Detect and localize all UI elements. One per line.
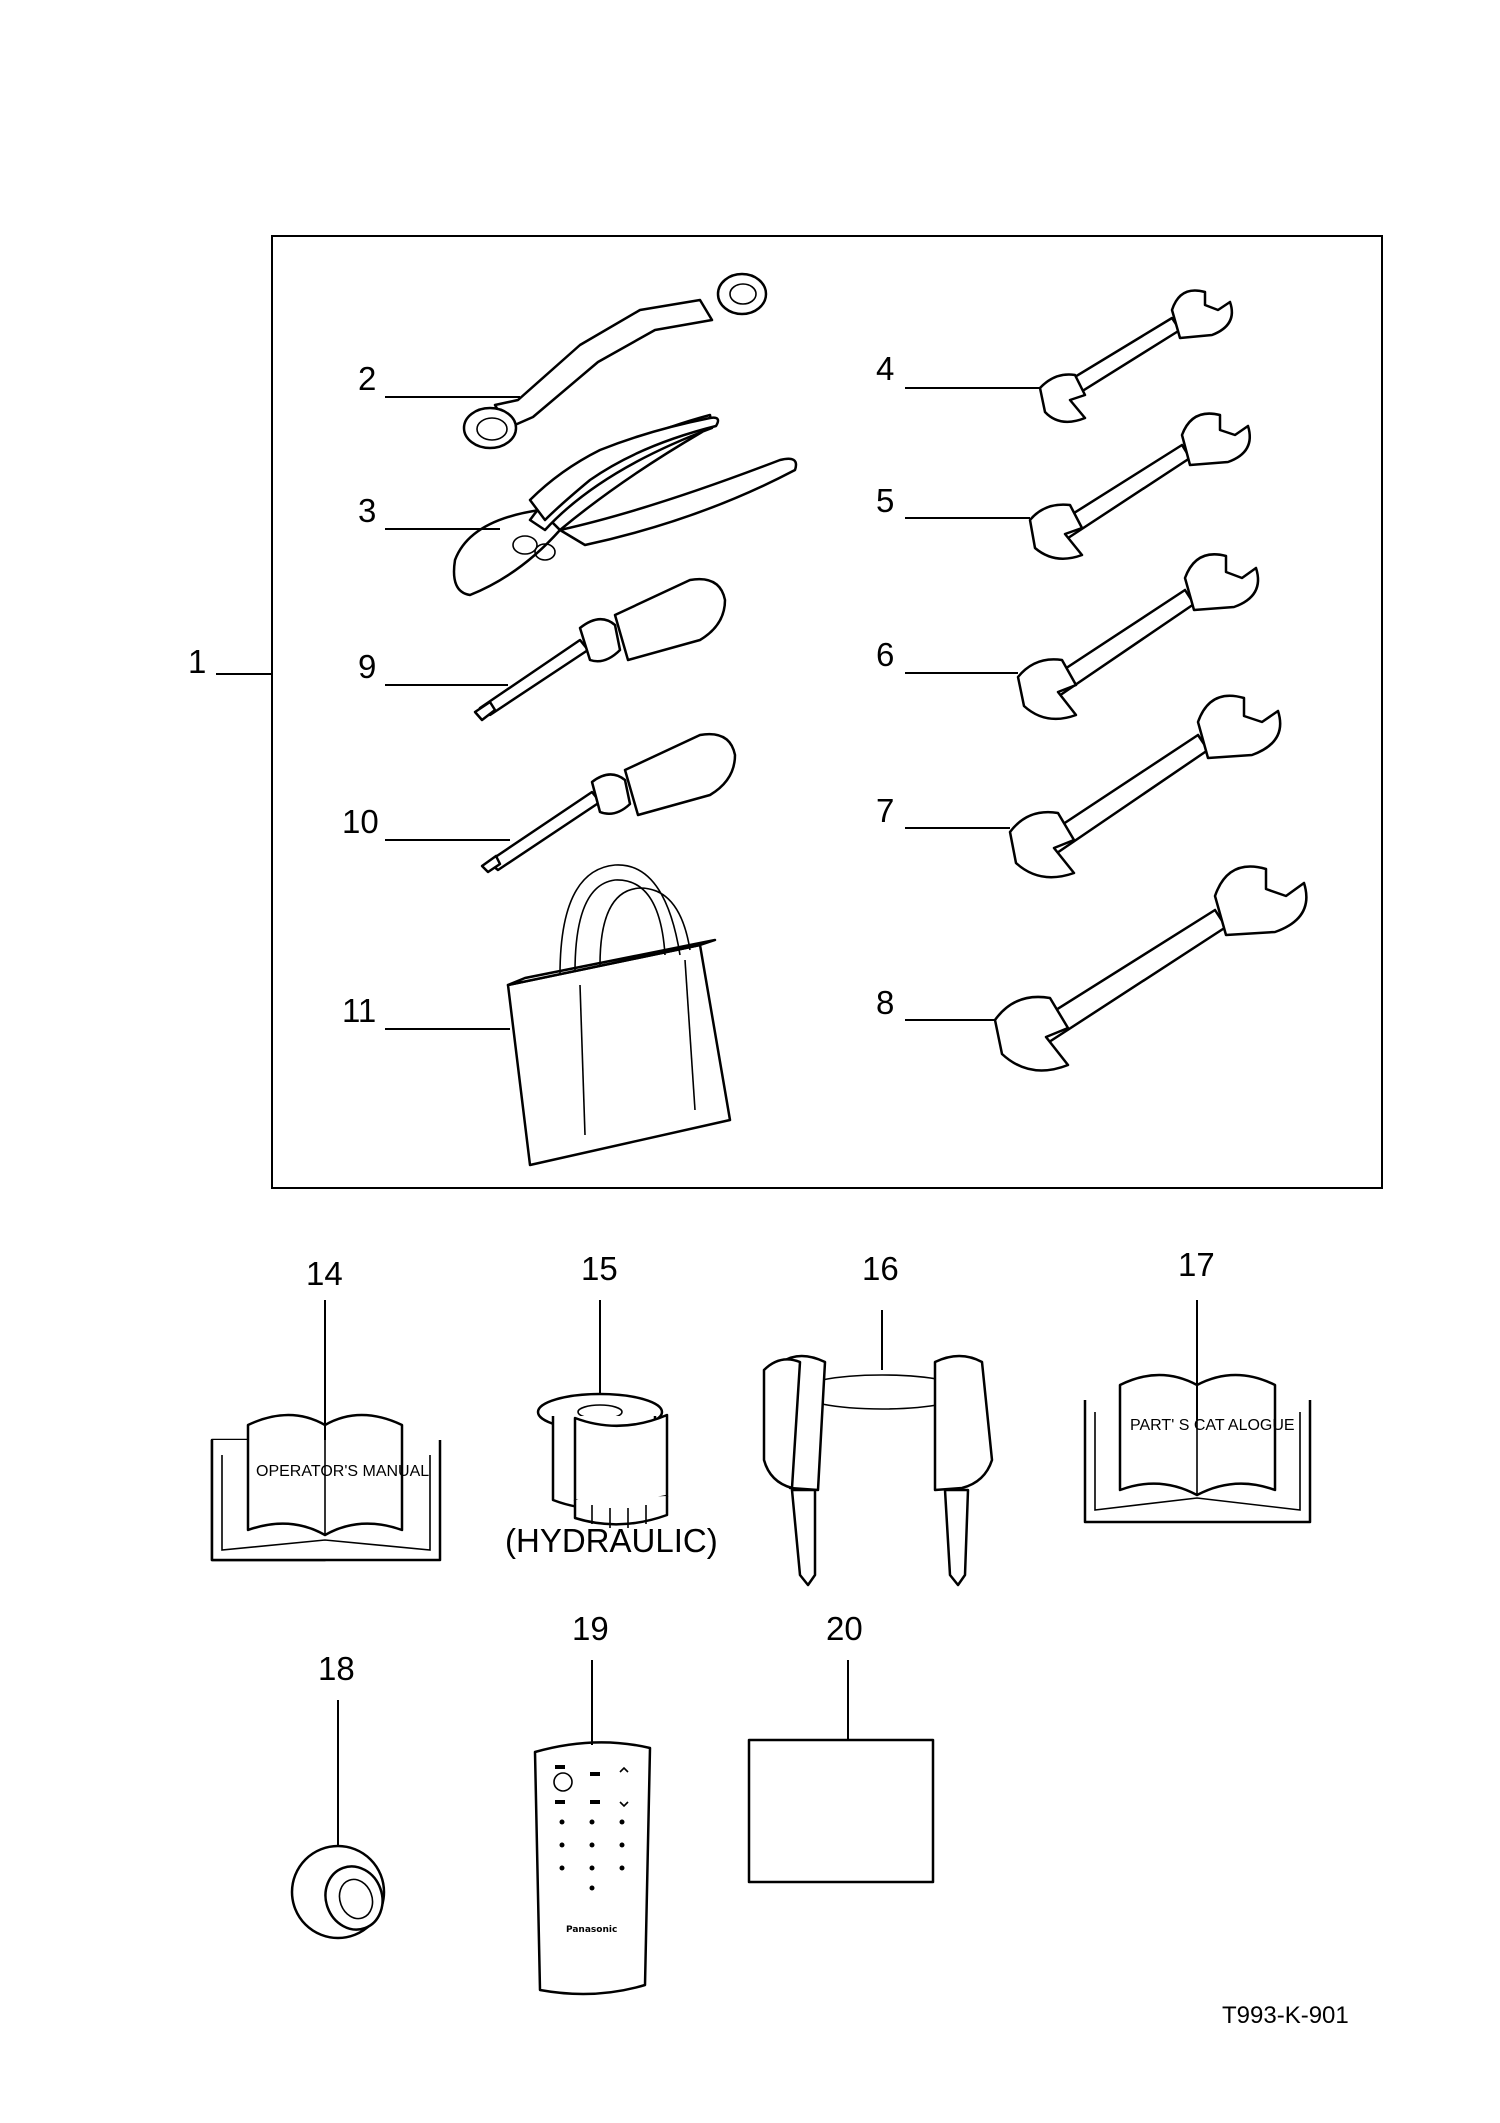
wrench-6-icon xyxy=(1016,553,1260,721)
callout-16: 16 xyxy=(862,1250,899,1287)
callout-6: 6 xyxy=(876,636,894,673)
blank-card-icon xyxy=(747,1738,935,1884)
keys-icon xyxy=(762,1354,994,1587)
pliers-icon xyxy=(452,413,798,597)
callout-20: 20 xyxy=(826,1610,863,1647)
callout-2: 2 xyxy=(358,360,376,397)
flat-screwdriver-icon xyxy=(480,732,737,874)
callout-14: 14 xyxy=(306,1255,343,1292)
phillips-screwdriver-icon xyxy=(473,577,727,722)
callout-17: 17 xyxy=(1178,1246,1215,1283)
figure-code: T993-K-901 xyxy=(1222,2002,1349,2029)
tool-kit-frame xyxy=(271,235,1383,1189)
remote-brand-label: Panasonic xyxy=(566,1925,617,1935)
callout-5: 5 xyxy=(876,482,894,519)
callout-10: 10 xyxy=(342,803,379,840)
callout-19: 19 xyxy=(572,1610,609,1647)
wrench-7-icon xyxy=(1008,694,1282,879)
hydraulic-filter-icon xyxy=(536,1392,669,1528)
callout-15: 15 xyxy=(581,1250,618,1287)
knob-ball-icon xyxy=(290,1844,386,1940)
callout-1: 1 xyxy=(188,643,206,680)
tool-bag-icon xyxy=(506,864,732,1167)
callout-7: 7 xyxy=(876,792,894,829)
wrench-8-icon xyxy=(993,865,1308,1072)
wrench-4-icon xyxy=(1038,289,1234,424)
callout-4: 4 xyxy=(876,350,894,387)
callout-9: 9 xyxy=(358,648,376,685)
hydraulic-label: (HYDRAULIC) xyxy=(505,1522,718,1559)
operators-manual-icon: OPERATOR'S MANUAL xyxy=(210,1413,442,1562)
parts-catalogue-title: PART' S CAT ALOGUE xyxy=(1130,1417,1295,1434)
callout-11: 11 xyxy=(342,992,376,1029)
remote-control-icon: Panasonic xyxy=(533,1741,652,1996)
callout-8: 8 xyxy=(876,984,894,1021)
callout-18: 18 xyxy=(318,1650,355,1687)
box-wrench-icon xyxy=(462,272,768,450)
wrench-5-icon xyxy=(1028,412,1251,560)
operators-manual-title: OPERATOR'S MANUAL xyxy=(256,1463,429,1480)
callout-3: 3 xyxy=(358,492,376,529)
